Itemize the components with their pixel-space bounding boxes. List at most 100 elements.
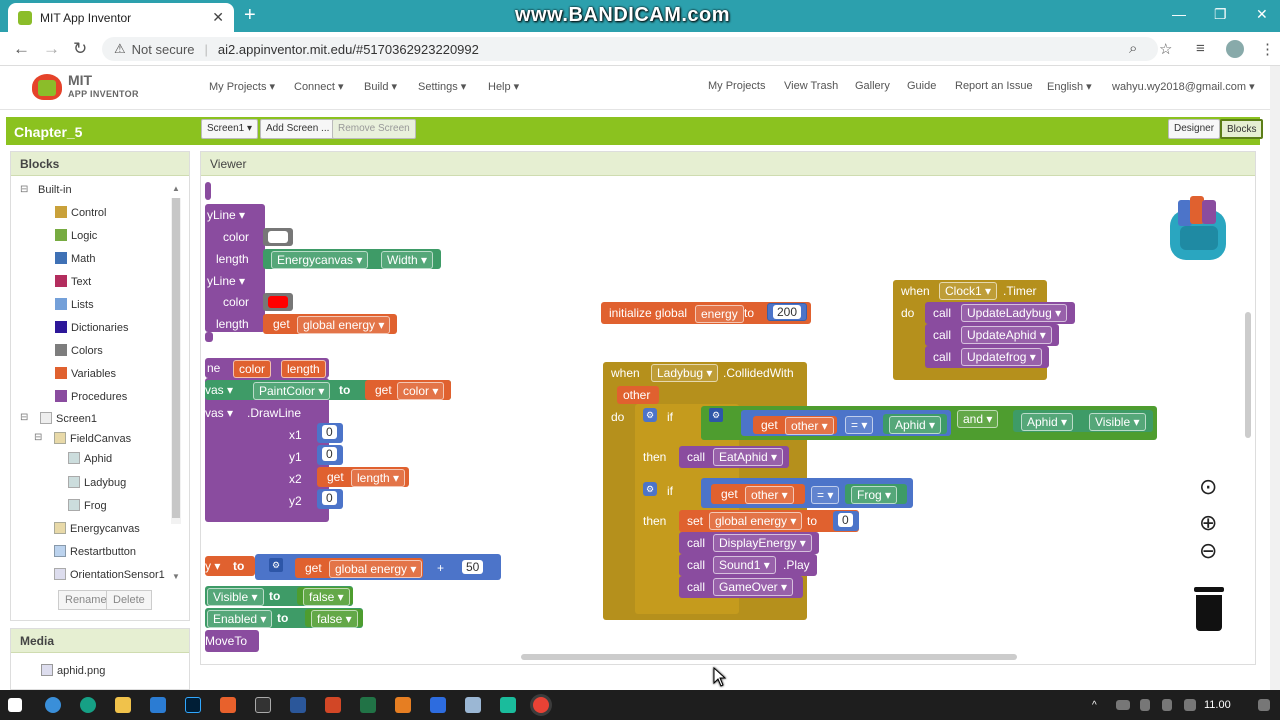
menu-connect[interactable]: Connect ▾ [294,81,344,93]
delete-button[interactable]: Delete [106,590,152,610]
call-updateladybug[interactable]: call UpdateLadybug ▾ [925,302,1075,324]
app-icon-6[interactable] [500,697,516,713]
collapse-builtin-icon[interactable]: ⊟ [20,184,29,195]
eq-operator-2[interactable]: = ▾ [811,486,840,504]
tree-orientationsensor[interactable]: OrientationSensor1 [54,568,165,581]
zoom-out-icon[interactable]: ⊖ [1199,538,1218,563]
app-icon-4[interactable] [430,697,446,713]
remove-screen-button[interactable]: Remove Screen [332,119,416,139]
initialize-global-block[interactable]: initialize global energy to 200 [601,302,811,324]
app-icon-1[interactable] [80,697,96,713]
builtin-procedures[interactable]: Procedures [55,390,127,403]
edge-icon[interactable] [45,697,61,713]
link-guide[interactable]: Guide [907,80,937,92]
x1-value-block[interactable]: 0 [317,423,343,443]
y2-value-block[interactable]: 0 [317,489,343,509]
ladybug-component-select[interactable]: Ladybug ▾ [651,364,719,382]
language-select[interactable]: English ▾ [1047,81,1092,93]
get-color-block[interactable]: get color ▾ [365,380,451,400]
page-scrollbar[interactable] [1270,66,1280,690]
horizontal-scrollbar[interactable] [521,654,1017,660]
moveto-call-block[interactable]: MoveTo [205,630,259,652]
windows-start-icon[interactable] [8,698,22,712]
vertical-scrollbar[interactable] [1245,312,1251,438]
false-block-2[interactable]: false ▾ [305,609,363,628]
tray-up-icon[interactable]: ^ [1092,700,1097,711]
tree-screen1[interactable]: Screen1 [40,412,97,425]
proc-block-top[interactable] [205,182,211,200]
minimize-icon[interactable]: — [1172,6,1186,22]
y1-value-block[interactable]: 0 [317,445,343,465]
tree-ladybug[interactable]: Ladybug [68,476,126,489]
zoom-in-icon[interactable]: ⊕ [1199,510,1218,535]
add-screen-button[interactable]: Add Screen ... [260,119,336,139]
link-report-issue[interactable]: Report an Issue [955,80,1033,92]
battery-icon[interactable] [1116,700,1130,710]
builtin-logic[interactable]: Logic [55,229,97,242]
false-block-1[interactable]: false ▾ [297,587,353,606]
network-icon[interactable] [1140,699,1150,711]
center-icon[interactable]: ⊙ [1199,474,1218,499]
mit-app-inventor-logo[interactable]: MIT APP INVENTOR [30,70,140,104]
builtin-control[interactable]: Control [55,206,106,219]
url-bar[interactable]: ⚠ Not secure | ai2.appinventor.mit.edu/#… [102,37,1158,61]
set-global-block[interactable]: y ▾ to [205,556,255,576]
maximize-icon[interactable]: ❐ [1214,6,1227,22]
get-other-block-1[interactable]: get other ▾ [753,416,837,435]
file-explorer-icon[interactable] [115,697,131,713]
photoshop-icon[interactable] [185,697,201,713]
tree-builtin[interactable]: Built-in [38,184,72,196]
link-gallery[interactable]: Gallery [855,80,890,92]
eq-operator-1[interactable]: = ▾ [845,416,874,434]
call-updateaphid[interactable]: call UpdateAphid ▾ [925,324,1059,346]
powerpoint-icon[interactable] [325,697,341,713]
tree-restartbutton[interactable]: Restartbutton [54,545,136,558]
aphid-visible-block[interactable]: Aphid ▾ Visible ▾ [1013,410,1153,432]
volume-icon[interactable] [1162,699,1172,711]
blocks-workspace[interactable]: yLine ▾ color length Energycanvas ▾ Widt… [205,182,1255,664]
call-displayenergy[interactable]: call DisplayEnergy ▾ [679,532,819,554]
menu-help[interactable]: Help ▾ [488,81,520,93]
notification-icon[interactable] [1258,699,1270,711]
builtin-lists[interactable]: Lists [55,298,94,311]
forward-icon[interactable]: → [43,39,60,58]
blocks-button[interactable]: Blocks [1220,119,1264,139]
account-menu[interactable]: wahyu.wy2018@gmail.com ▾ [1112,81,1255,93]
designer-button[interactable]: Designer [1168,119,1221,139]
builtin-variables[interactable]: Variables [55,367,116,380]
call-updatefrog[interactable]: call Updatefrog ▾ [925,346,1049,368]
close-tab-icon[interactable]: ✕ [212,9,224,25]
terminal-icon[interactable] [255,697,271,713]
tree-frog[interactable]: Frog [68,499,107,512]
drawline-call-block-2[interactable] [205,270,255,290]
get-global-energy-block-2[interactable]: get global energy ▾ [295,558,423,578]
excel-icon[interactable] [360,697,376,713]
close-window-icon[interactable]: ✕ [1256,6,1268,22]
energycanvas-width-block[interactable]: Energycanvas ▾ Width ▾ [263,249,441,269]
chrome-icon[interactable] [533,697,549,713]
wifi-icon[interactable] [1184,699,1196,711]
scroll-up-icon[interactable]: ▲ [172,184,180,193]
store-icon[interactable] [150,697,166,713]
word-icon[interactable] [290,697,306,713]
procedure-body[interactable] [205,378,329,522]
builtin-dictionaries[interactable]: Dictionaries [55,321,128,334]
browser-tab[interactable]: MIT App Inventor ✕ [8,3,234,32]
back-icon[interactable]: ← [13,39,30,58]
collapse-fieldcanvas-icon[interactable]: ⊟ [34,432,43,443]
drawline-call-block[interactable] [205,204,265,332]
fifty-value-block[interactable]: 50 [457,558,493,578]
menu-build[interactable]: Build ▾ [364,81,398,93]
if-gear-icon-2[interactable]: ⚙ [643,482,657,496]
media-icon[interactable]: ≡ [1196,40,1205,57]
collapse-screen-icon[interactable]: ⊟ [20,412,29,423]
get-other-block-2[interactable]: get other ▾ [711,484,805,504]
backpack-icon[interactable] [1160,196,1238,264]
tree-fieldcanvas[interactable]: FieldCanvas [54,432,131,445]
builtin-math[interactable]: Math [55,252,95,265]
menu-dots-icon[interactable]: ⋮ [1260,41,1275,58]
media-item[interactable]: aphid.png [41,664,105,677]
get-global-energy-block[interactable]: get global energy ▾ [263,314,397,334]
menu-my-projects[interactable]: My Projects ▾ [209,81,276,93]
app-icon-2[interactable] [220,697,236,713]
